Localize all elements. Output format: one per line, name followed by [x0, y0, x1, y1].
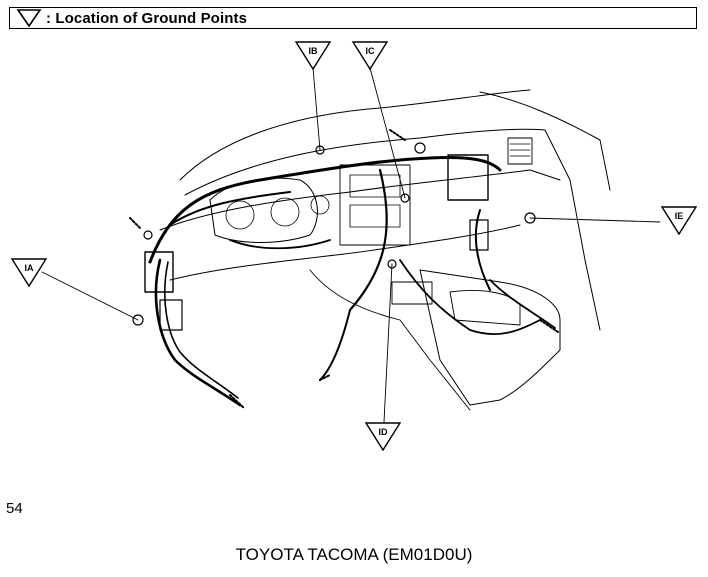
gauge-left: [225, 200, 255, 230]
dashboard-wiring-diagram: IA IB IC ID IE: [10, 41, 698, 452]
ground-label-ie: IE: [675, 211, 684, 221]
ground-bolt-left-top: [143, 230, 153, 240]
harness-cluster: [229, 239, 331, 250]
ground-callout-id: ID: [364, 422, 402, 452]
ground-bolt-ia: [132, 314, 144, 326]
floor-console: [419, 269, 561, 406]
main-harness: [148, 156, 502, 264]
hvac-control: [349, 204, 401, 228]
ground-callout-ib: IB: [294, 41, 332, 71]
ground-callout-ie: IE: [660, 206, 698, 236]
gauge-right: [270, 197, 300, 227]
ground-triangle-icon: [16, 9, 42, 28]
left-relay-block: [159, 299, 183, 331]
radio-unit: [349, 174, 401, 198]
section-header: : Location of Ground Points: [9, 7, 697, 29]
section-title: : Location of Ground Points: [46, 9, 248, 27]
harness-upper-left: [169, 191, 291, 226]
shift-boot: [391, 281, 433, 305]
ground-label-ia: IA: [25, 263, 35, 273]
ground-label-id: ID: [379, 427, 389, 437]
ground-label-ib: IB: [309, 46, 319, 56]
leader-ib: [312, 67, 321, 151]
ground-bolt-ic: [400, 193, 410, 203]
ground-bolt-mid: [414, 142, 426, 154]
harness-left-drop: [154, 258, 242, 407]
vent-right: [507, 137, 533, 165]
leader-ic: [369, 67, 406, 199]
ground-callout-ic: IC: [351, 41, 389, 71]
harness-lower-right: [399, 259, 541, 335]
harness-center-drop: [348, 168, 388, 312]
center-stack: [339, 164, 411, 246]
page-number: 54: [6, 500, 23, 517]
dash-lower-edge: [169, 224, 521, 281]
floor-panel: [309, 269, 471, 411]
left-junction-block: [144, 251, 174, 293]
steering-hub: [310, 195, 330, 215]
leader-ia: [41, 271, 139, 321]
leader-id: [383, 263, 393, 423]
harness-right-run: [489, 279, 556, 329]
ground-label-ic: IC: [366, 46, 376, 56]
windshield-line: [479, 91, 611, 191]
leader-ie: [529, 217, 661, 223]
footer-model: TOYOTA TACOMA (EM01D0U): [235, 545, 473, 564]
harness-left-drop-2: [163, 261, 239, 399]
right-connector-block: [469, 219, 489, 251]
ground-callout-ia: IA: [10, 258, 48, 288]
right-side-panel: [544, 129, 601, 331]
right-junction-block: [447, 154, 489, 201]
harness-right-drop: [474, 209, 491, 291]
harness-floor-left: [319, 309, 351, 381]
